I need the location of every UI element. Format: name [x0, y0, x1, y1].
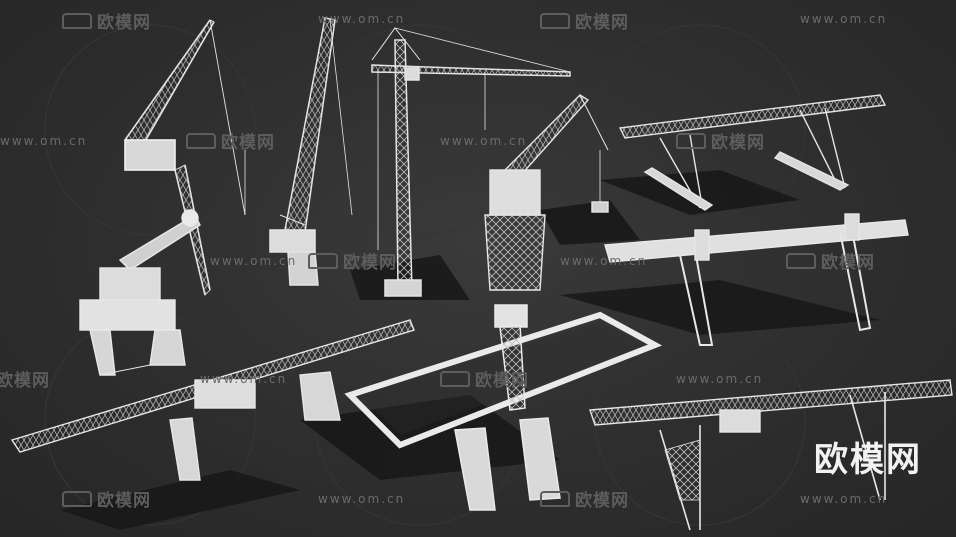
sofa-logo-icon	[62, 491, 92, 507]
watermark-url: www.om.cn	[318, 12, 406, 26]
watermark-logo: 欧模网	[186, 128, 275, 153]
sofa-logo-icon	[308, 253, 338, 269]
sofa-logo-icon	[786, 253, 816, 269]
watermark-logo: 欧模网	[308, 248, 397, 273]
watermark-url: www.om.cn	[200, 372, 288, 386]
pedestal-crane	[484, 94, 609, 291]
watermark-logo: 欧模网	[62, 8, 151, 33]
watermark-url: www.om.cn	[210, 254, 298, 268]
gantry-crane-bottom	[589, 379, 953, 531]
watermark-url: www.om.cn	[318, 492, 406, 506]
watermark-logo: 欧模网	[786, 248, 875, 273]
gantry-crane-middle	[604, 213, 909, 346]
watermark-url: www.om.cn	[676, 372, 764, 386]
watermark-logo: 欧模网	[440, 366, 529, 391]
watermark-logo: 欧模网	[540, 486, 629, 511]
watermark-brand-text: 欧模网	[711, 133, 765, 153]
ground-shadows	[60, 170, 880, 530]
watermark-brand-text: 欧模网	[97, 13, 151, 33]
sofa-logo-icon	[540, 13, 570, 29]
watermark-url: www.om.cn	[800, 12, 888, 26]
watermark-brand-text: 欧模网	[475, 371, 529, 391]
portal-crane-left	[79, 209, 201, 376]
watermark-brand-text: 欧模网	[343, 253, 397, 273]
watermark-logo: 欧模网	[676, 128, 765, 153]
watermark-url: www.om.cn	[800, 492, 888, 506]
lattice-luffing-crane	[269, 17, 353, 286]
watermark-brand-text: 欧模网	[0, 371, 50, 391]
gantry-crane-top	[618, 94, 887, 211]
watermark-url: www.om.cn	[560, 254, 648, 268]
sofa-logo-icon	[440, 371, 470, 387]
corner-brand-watermark: 欧模网	[814, 440, 922, 480]
sofa-logo-icon	[676, 133, 706, 149]
tower-crane	[371, 27, 571, 297]
ship-loader-conveyor	[10, 319, 415, 481]
watermark-brand-text: 欧模网	[575, 13, 629, 33]
watermark-logo: 欧模网	[0, 366, 50, 391]
container-gantry-crane	[344, 304, 663, 511]
watermark-logo: 欧模网	[62, 486, 151, 511]
sofa-logo-icon	[540, 491, 570, 507]
watermark-url: www.om.cn	[440, 134, 528, 148]
watermark-brand-text: 欧模网	[221, 133, 275, 153]
watermark-brand-text: 欧模网	[821, 253, 875, 273]
sofa-logo-icon	[62, 13, 92, 29]
watermark-brand-text: 欧模网	[575, 491, 629, 511]
watermark-logo: 欧模网	[540, 8, 629, 33]
watermark-url: www.om.cn	[0, 134, 88, 148]
sofa-logo-icon	[186, 133, 216, 149]
watermark-brand-text: 欧模网	[97, 491, 151, 511]
